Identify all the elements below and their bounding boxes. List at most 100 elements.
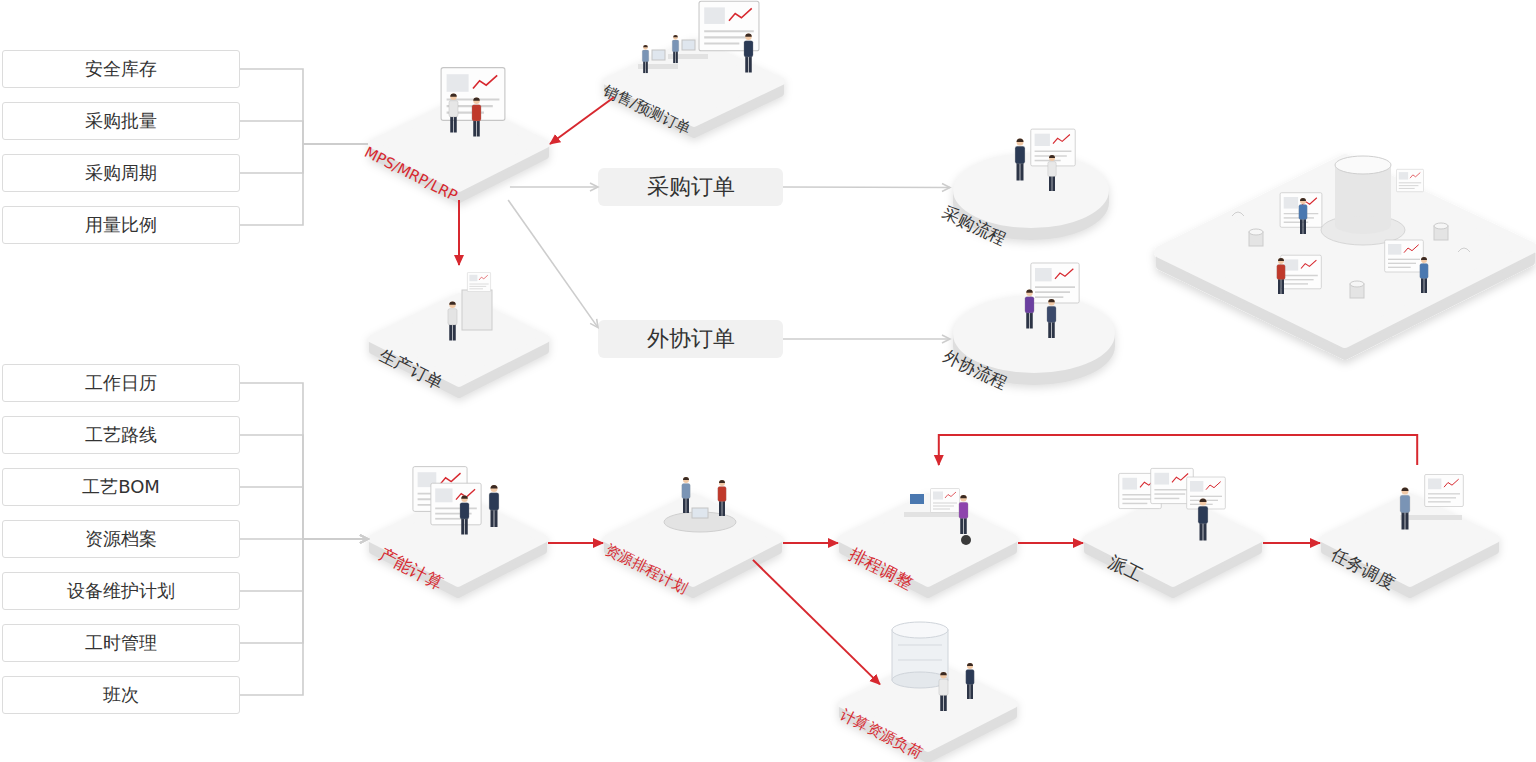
flow-connector: [508, 200, 598, 328]
outsource-scene: [1025, 263, 1079, 338]
monitor: [652, 50, 665, 60]
parameter-box: 工作日历: [2, 364, 240, 402]
whiteboard: [1031, 263, 1079, 303]
whiteboard: [1031, 129, 1075, 166]
order-box: 外协订单: [598, 320, 783, 358]
process-platform: MPS/MRP/LRP: [368, 55, 550, 200]
panel: [1187, 477, 1226, 509]
monitor: [682, 40, 695, 50]
parameter-box: 资源档案: [2, 520, 240, 558]
process-disc: 采购流程: [950, 115, 1112, 240]
flow-connector: [240, 539, 368, 695]
dispatch-scene: [1119, 468, 1226, 540]
planning-scene: [441, 68, 505, 137]
platform-outline: [368, 265, 550, 395]
desk: [668, 54, 708, 59]
order-label: 外协订单: [647, 324, 735, 354]
parameter-box: 安全库存: [2, 50, 240, 88]
panel: [1281, 255, 1322, 289]
person: [939, 672, 948, 711]
flow-connector: [458, 200, 460, 265]
parameter-box: 采购周期: [2, 154, 240, 192]
parameter-label: 工时管理: [85, 631, 157, 655]
order-box: 采购订单: [598, 168, 783, 206]
parameter-box: 班次: [2, 676, 240, 714]
flow-connector: [240, 435, 368, 539]
desk: [638, 64, 678, 69]
panel: [1119, 473, 1162, 508]
parameter-label: 采购周期: [85, 161, 157, 185]
flow-connector: [240, 144, 368, 225]
person: [1400, 488, 1410, 530]
flow-connector: [1263, 542, 1320, 544]
process-platform: 资源排程计划: [603, 465, 783, 595]
glass-ring: [898, 645, 942, 646]
parameter-label: 工作日历: [85, 371, 157, 395]
flow-connector: [240, 538, 368, 540]
flow-connector: [240, 121, 368, 144]
person: [448, 302, 457, 341]
person: [682, 477, 690, 513]
person: [718, 480, 726, 516]
screen: [431, 483, 481, 525]
flow-connector: [510, 186, 598, 188]
person: [472, 98, 481, 137]
flow-connector: [783, 186, 950, 188]
process-platform: 派工: [1083, 465, 1263, 595]
flow-connector: [240, 539, 368, 591]
signal: [1458, 248, 1470, 252]
person: [744, 34, 753, 73]
glass-cylinder: [892, 630, 948, 680]
signal: [1232, 212, 1244, 216]
platform-outline: [603, 0, 785, 135]
platform-outline: [1083, 465, 1263, 595]
process-platform: 排程调整: [838, 465, 1018, 595]
glass-cylinder: [892, 622, 948, 638]
parameter-label: 设备维护计划: [67, 579, 175, 603]
meeting-scene: [664, 477, 736, 532]
parameter-box: 采购批量: [2, 102, 240, 140]
machine: [462, 290, 492, 330]
platform-side: [1160, 248, 1531, 356]
person: [1420, 257, 1428, 293]
person: [1048, 155, 1056, 191]
person: [1198, 499, 1208, 541]
process-disc: 外协流程: [950, 250, 1118, 385]
flow-connector: [753, 560, 880, 685]
flow-connector: [240, 383, 368, 539]
flow-connector: [1018, 542, 1083, 544]
table: [664, 512, 736, 532]
screen: [413, 467, 467, 512]
flow-connector: [783, 542, 838, 544]
parameter-label: 安全库存: [85, 57, 157, 81]
parameter-label: 工艺路线: [85, 423, 157, 447]
platform-top: [1160, 160, 1531, 342]
flow-connector: [240, 144, 368, 173]
flow-connector: [240, 487, 368, 539]
order-label: 采购订单: [647, 172, 735, 202]
person: [1015, 139, 1025, 181]
parameter-box: 工时管理: [2, 624, 240, 662]
flow-connector: [550, 97, 614, 144]
person: [1277, 258, 1285, 294]
glass-cylinder: [892, 672, 948, 688]
desk: [1400, 515, 1462, 520]
platform-outline: [838, 465, 1018, 595]
binder: [910, 494, 924, 504]
person: [959, 495, 968, 534]
task-scene: [1400, 475, 1463, 530]
parameter-box: 设备维护计划: [2, 572, 240, 610]
glass-ring: [898, 660, 942, 661]
process-platform: 计算资源负荷: [838, 620, 1018, 760]
parameter-label: 资源档案: [85, 527, 157, 551]
load-scene: [892, 622, 974, 711]
parameter-label: 工艺BOM: [82, 475, 160, 499]
factory-platform: [1160, 160, 1531, 356]
flow-connector: [548, 542, 603, 544]
process-platform: 产能计算: [368, 465, 548, 595]
tank-top: [1335, 156, 1391, 174]
laptop: [692, 508, 708, 518]
parameter-box: 工艺路线: [2, 416, 240, 454]
tank-base: [1321, 215, 1405, 245]
